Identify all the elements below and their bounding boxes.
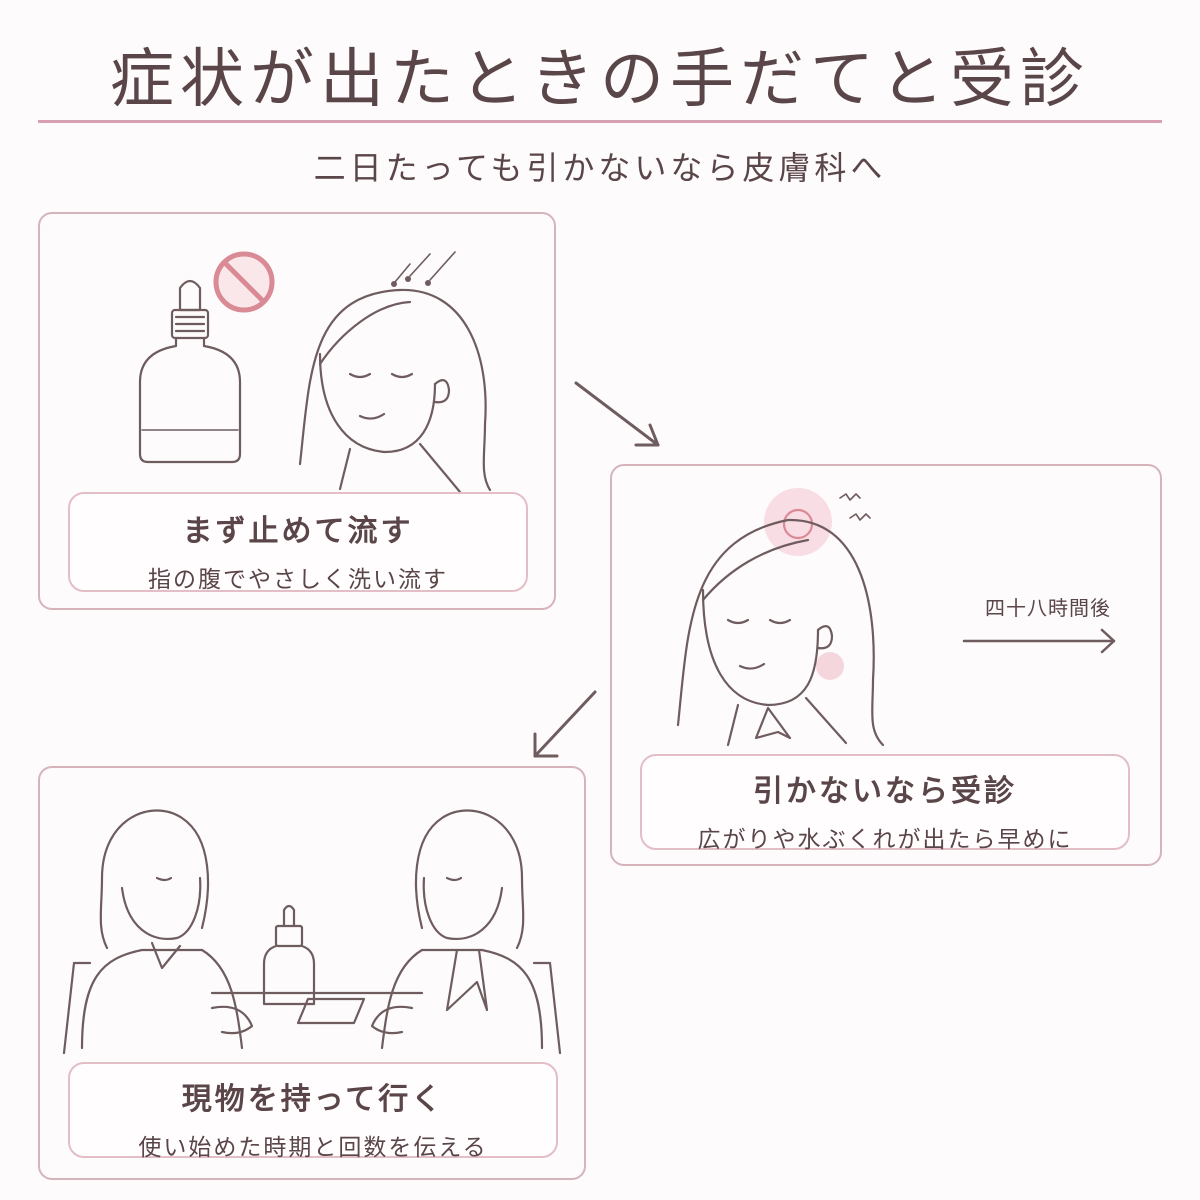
step-description: 広がりや水ぶくれが出たら早めに [697,827,1073,853]
serum-bottle-icon [138,279,242,464]
woman-irritated-illustration [676,488,885,747]
step-panel-bring-product: 現物を持って行く 使い始めた時期と回数を伝える [38,766,586,1180]
step-heading: 現物を持って行く [181,1082,445,1117]
step-description: 指の腹でやさしく洗い流す [148,567,448,593]
woman-rinsing-illustration [298,251,492,494]
step-caption-box: 引かないなら受診 広がりや水ぶくれが出たら早めに [640,754,1130,853]
prohibited-icon [213,251,275,313]
arrow-icon [574,381,660,447]
step-heading: 引かないなら受診 [753,774,1017,809]
step-caption-box: まず止めて流す 指の腹でやさしく洗い流す [68,492,528,593]
step-panel-stop-and-rinse: まず止めて流す 指の腹でやさしく洗い流す [38,212,556,610]
arrow-icon [533,690,597,758]
step-panel-see-doctor: 引かないなら受診 広がりや水ぶくれが出たら早めに [610,464,1162,866]
arrow-icon [962,628,1116,654]
title-divider [38,120,1162,123]
step-heading: まず止めて流す [182,514,414,549]
consultation-illustration [62,809,562,1055]
step-description: 使い始めた時期と回数を伝える [138,1135,488,1161]
step-caption-box: 現物を持って行く 使い始めた時期と回数を伝える [68,1062,558,1161]
page-subtitle: 二日たっても引かないなら皮膚科へ [313,149,887,187]
page-title: 症状が出たときの手だてと受診 [110,43,1090,117]
time-elapsed-label: 四十八時間後 [985,596,1111,620]
